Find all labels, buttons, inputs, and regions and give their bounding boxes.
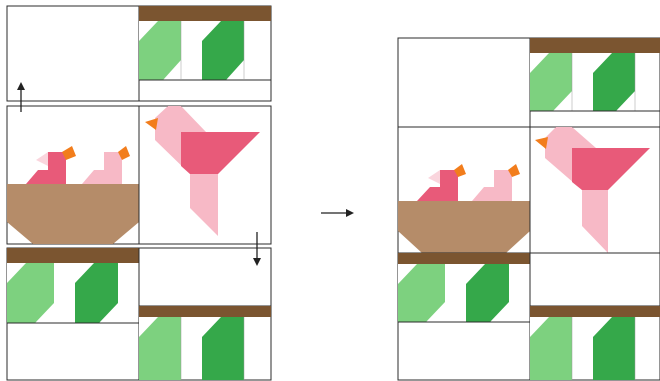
flying-bird-block xyxy=(529,126,660,254)
beak xyxy=(145,118,158,130)
beak xyxy=(508,164,520,177)
chick-body xyxy=(417,170,458,201)
blank-block xyxy=(6,5,140,102)
chick-body xyxy=(472,170,512,201)
fence-top-rail xyxy=(139,6,271,21)
blank-block xyxy=(529,252,660,307)
chick-body xyxy=(82,152,122,184)
nest-with-chicks-block xyxy=(6,105,140,245)
blank-block xyxy=(138,247,272,307)
beak xyxy=(454,164,466,177)
blank-block xyxy=(397,321,531,381)
blank-block xyxy=(397,37,531,128)
blank-block xyxy=(529,110,660,128)
bird-wing xyxy=(572,148,650,190)
nest-with-chicks-block xyxy=(397,126,531,254)
before-layout xyxy=(6,5,272,381)
fence-block xyxy=(138,5,272,102)
beak xyxy=(62,146,76,160)
bird-wing xyxy=(181,132,260,174)
fence-block xyxy=(138,305,272,381)
flying-bird-block xyxy=(138,105,272,245)
chick-body xyxy=(26,152,66,184)
nest xyxy=(398,201,530,253)
fence-block xyxy=(397,252,531,323)
fence-post-light-cut xyxy=(139,21,158,41)
fence-block xyxy=(6,247,140,324)
fence-block xyxy=(529,305,660,381)
nest xyxy=(7,184,139,244)
fence-block xyxy=(529,37,660,112)
after-layout xyxy=(397,37,660,381)
blank-block xyxy=(6,322,140,381)
beak xyxy=(535,137,548,149)
beak xyxy=(118,146,130,160)
